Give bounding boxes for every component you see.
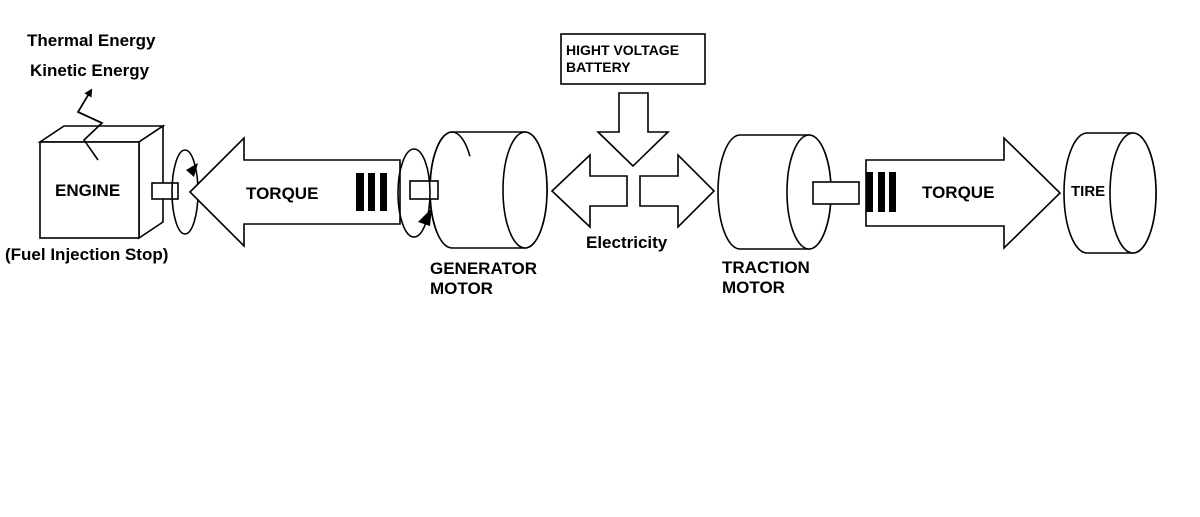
torque-left-label: TORQUE — [246, 184, 318, 203]
traction-label-line1: TRACTION — [722, 258, 810, 277]
battery-label-line2: BATTERY — [566, 59, 631, 75]
torque-right-label: TORQUE — [922, 183, 994, 202]
engine-block — [37, 124, 166, 240]
battery-box — [560, 33, 706, 85]
torque-arrow-left — [188, 136, 401, 248]
tire — [1063, 132, 1157, 254]
electricity-arrow-right — [639, 153, 716, 229]
electricity-label: Electricity — [586, 233, 668, 252]
thermal-energy-label: Thermal Energy — [27, 31, 156, 50]
battery-arrow-down — [596, 92, 670, 168]
engine-shaft — [151, 182, 179, 200]
generator-rotation-icon — [397, 148, 432, 238]
kinetic-energy-label: Kinetic Energy — [30, 61, 150, 80]
generator-label-line1: GENERATOR — [430, 259, 537, 278]
electricity-arrow-left — [550, 153, 628, 229]
generator-motor — [429, 131, 548, 249]
generator-shaft — [409, 180, 439, 200]
tire-label: TIRE — [1071, 183, 1105, 200]
torque-arrow-right — [865, 136, 1062, 250]
traction-motor — [717, 134, 832, 250]
battery-label-line1: HIGHT VOLTAGE — [566, 42, 679, 58]
engine-label: ENGINE — [55, 181, 120, 200]
generator-label-line2: MOTOR — [430, 279, 493, 298]
energy-zigzag-icon — [76, 88, 104, 161]
fuel-injection-stop-label: (Fuel Injection Stop) — [5, 245, 168, 264]
traction-shaft — [812, 181, 860, 205]
traction-label-line2: MOTOR — [722, 278, 785, 297]
